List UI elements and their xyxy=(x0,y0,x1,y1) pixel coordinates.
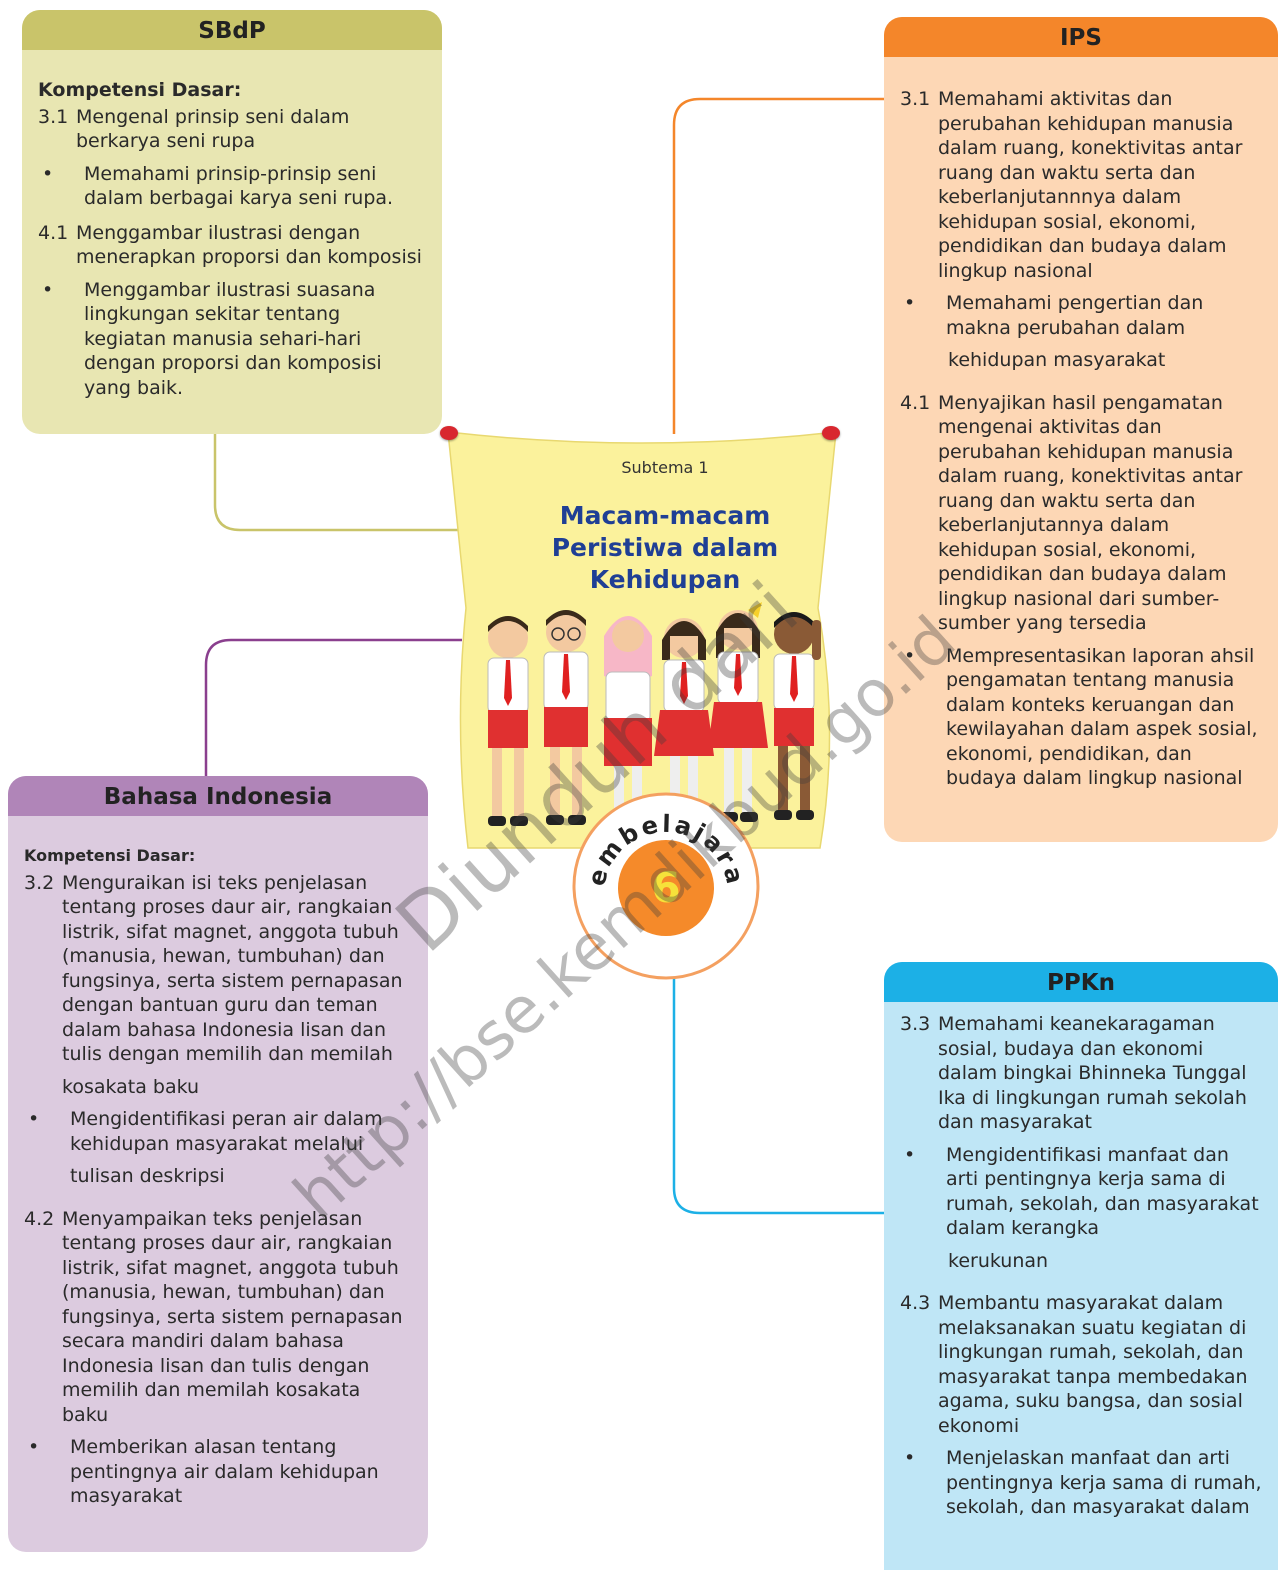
pin-right-icon xyxy=(822,426,840,440)
subtema-label: Subtema 1 xyxy=(621,458,709,477)
ips-bullet-2: •Mempresentasikan laporan ahsil pengamat… xyxy=(904,644,1258,790)
ips-bullet-1: •Memahami pengertian dan makna perubahan… xyxy=(904,292,1204,339)
bahasa-item-3-2-extra: kosakata baku xyxy=(62,1075,200,1098)
connector-bahasa xyxy=(204,638,462,776)
ppkn-title: PPKn xyxy=(884,962,1278,1002)
bahasa-bullet-1-extra: tulisan deskripsi xyxy=(70,1165,225,1187)
subtema-title: Macam-macam Peristiwa dalam Kehidupan xyxy=(551,501,779,594)
connector-ips xyxy=(672,97,884,434)
subtema-poster xyxy=(448,431,836,849)
ips-title: IPS xyxy=(884,17,1278,57)
ppkn-bullet-2: •Menjelaskan manfaat dan arti pentingnya… xyxy=(904,1447,1262,1518)
ips-bullet-1-extra: kehidupan masyarakat xyxy=(948,349,1166,371)
bahasa-bullet-1: •Mengidentifikasi peran air dalam kehidu… xyxy=(28,1108,383,1155)
ppkn-bullet-1: •Mengidentifikasi manfaat dan arti penti… xyxy=(904,1143,1259,1240)
connector-sbdp xyxy=(213,432,462,532)
bahasa-kd-label: Kompetensi Dasar: xyxy=(24,846,196,865)
pin-left-icon xyxy=(440,426,458,440)
pembelajaran-number: 6 xyxy=(651,863,680,912)
connector-ppkn xyxy=(672,960,884,1215)
sbdp-kd-label: Kompetensi Dasar: xyxy=(38,79,242,101)
sbdp-bullet-1: •Memahami prinsip-prinsip seni dalam ber… xyxy=(42,162,394,210)
pembelajaran-badge: Pembelajaran 6 xyxy=(566,786,760,980)
bahasa-bullet-2: •Memberikan alasan tentang pentingnya ai… xyxy=(28,1436,379,1507)
students-illustration xyxy=(487,602,821,826)
bahasa-title: Bahasa Indonesia xyxy=(8,776,428,816)
ppkn-bullet-1-extra: kerukunan xyxy=(948,1249,1049,1272)
sbdp-bullet-2: •Menggambar ilustrasi suasana lingkungan… xyxy=(42,278,382,399)
sbdp-title: SBdP xyxy=(22,10,442,50)
